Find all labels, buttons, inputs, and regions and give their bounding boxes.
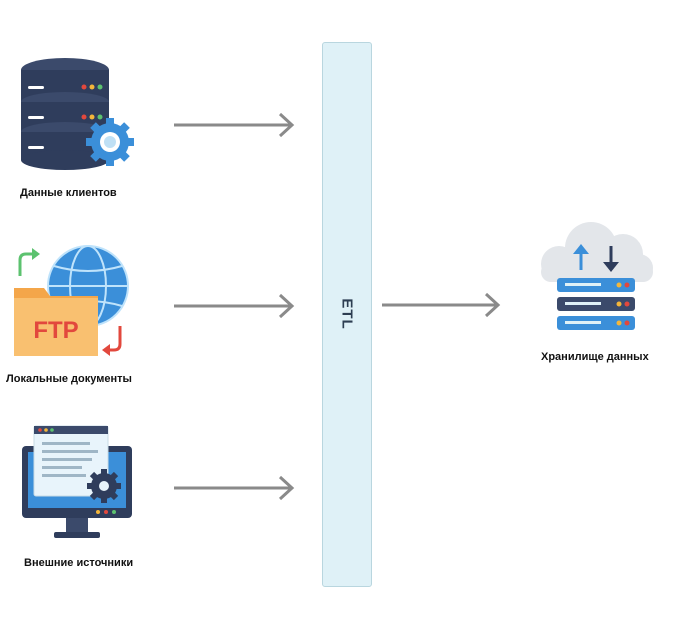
arrow-etl-to-warehouse	[382, 292, 501, 318]
database-gear-icon	[21, 58, 134, 170]
source-label-external: Внешние источники	[24, 557, 134, 569]
arrow-local-docs-to-etl	[174, 293, 295, 319]
ftp-text: FTP	[33, 317, 78, 344]
etl-label: ETL	[338, 298, 356, 330]
source-label-local-docs: Локальные документы	[6, 373, 132, 385]
arrow-external-to-etl	[174, 475, 295, 501]
arrow-clients-to-etl	[174, 112, 295, 138]
ftp-folder-globe-icon: FTP	[14, 245, 129, 356]
source-label-clients: Данные клиентов	[20, 187, 117, 199]
cloud-server-icon	[541, 222, 653, 330]
target-label-warehouse: Хранилище данных	[541, 351, 649, 363]
monitor-settings-icon	[22, 425, 132, 538]
etl-process-bar	[322, 42, 372, 587]
